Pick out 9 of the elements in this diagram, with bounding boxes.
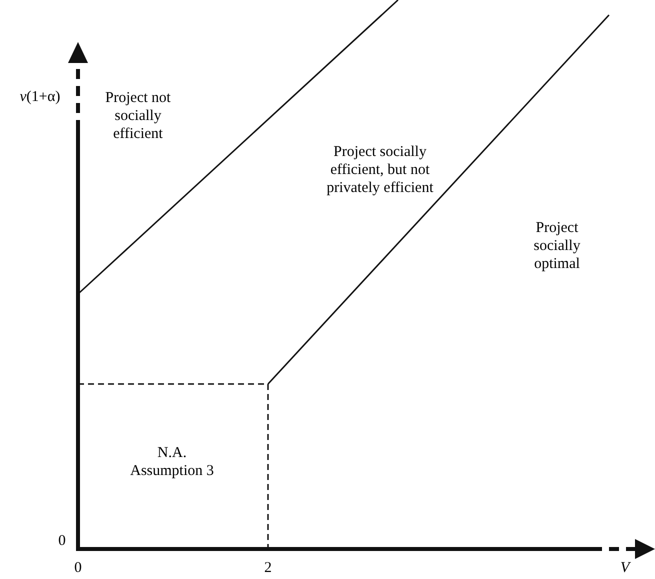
tick-label: 0 xyxy=(74,559,82,577)
tick-label: 0 xyxy=(58,532,66,550)
tick-label: 2 xyxy=(264,559,272,577)
region-label: Project socially efficient, but not privately efficient xyxy=(326,143,434,197)
region-label: Project not socially efficient xyxy=(104,89,172,143)
x-axis-label: V xyxy=(620,559,630,577)
region-label: N.A. Assumption 3 xyxy=(129,444,215,480)
region-label: Project socially optimal xyxy=(532,219,582,273)
y-axis-label: v(1+α) xyxy=(20,88,60,106)
